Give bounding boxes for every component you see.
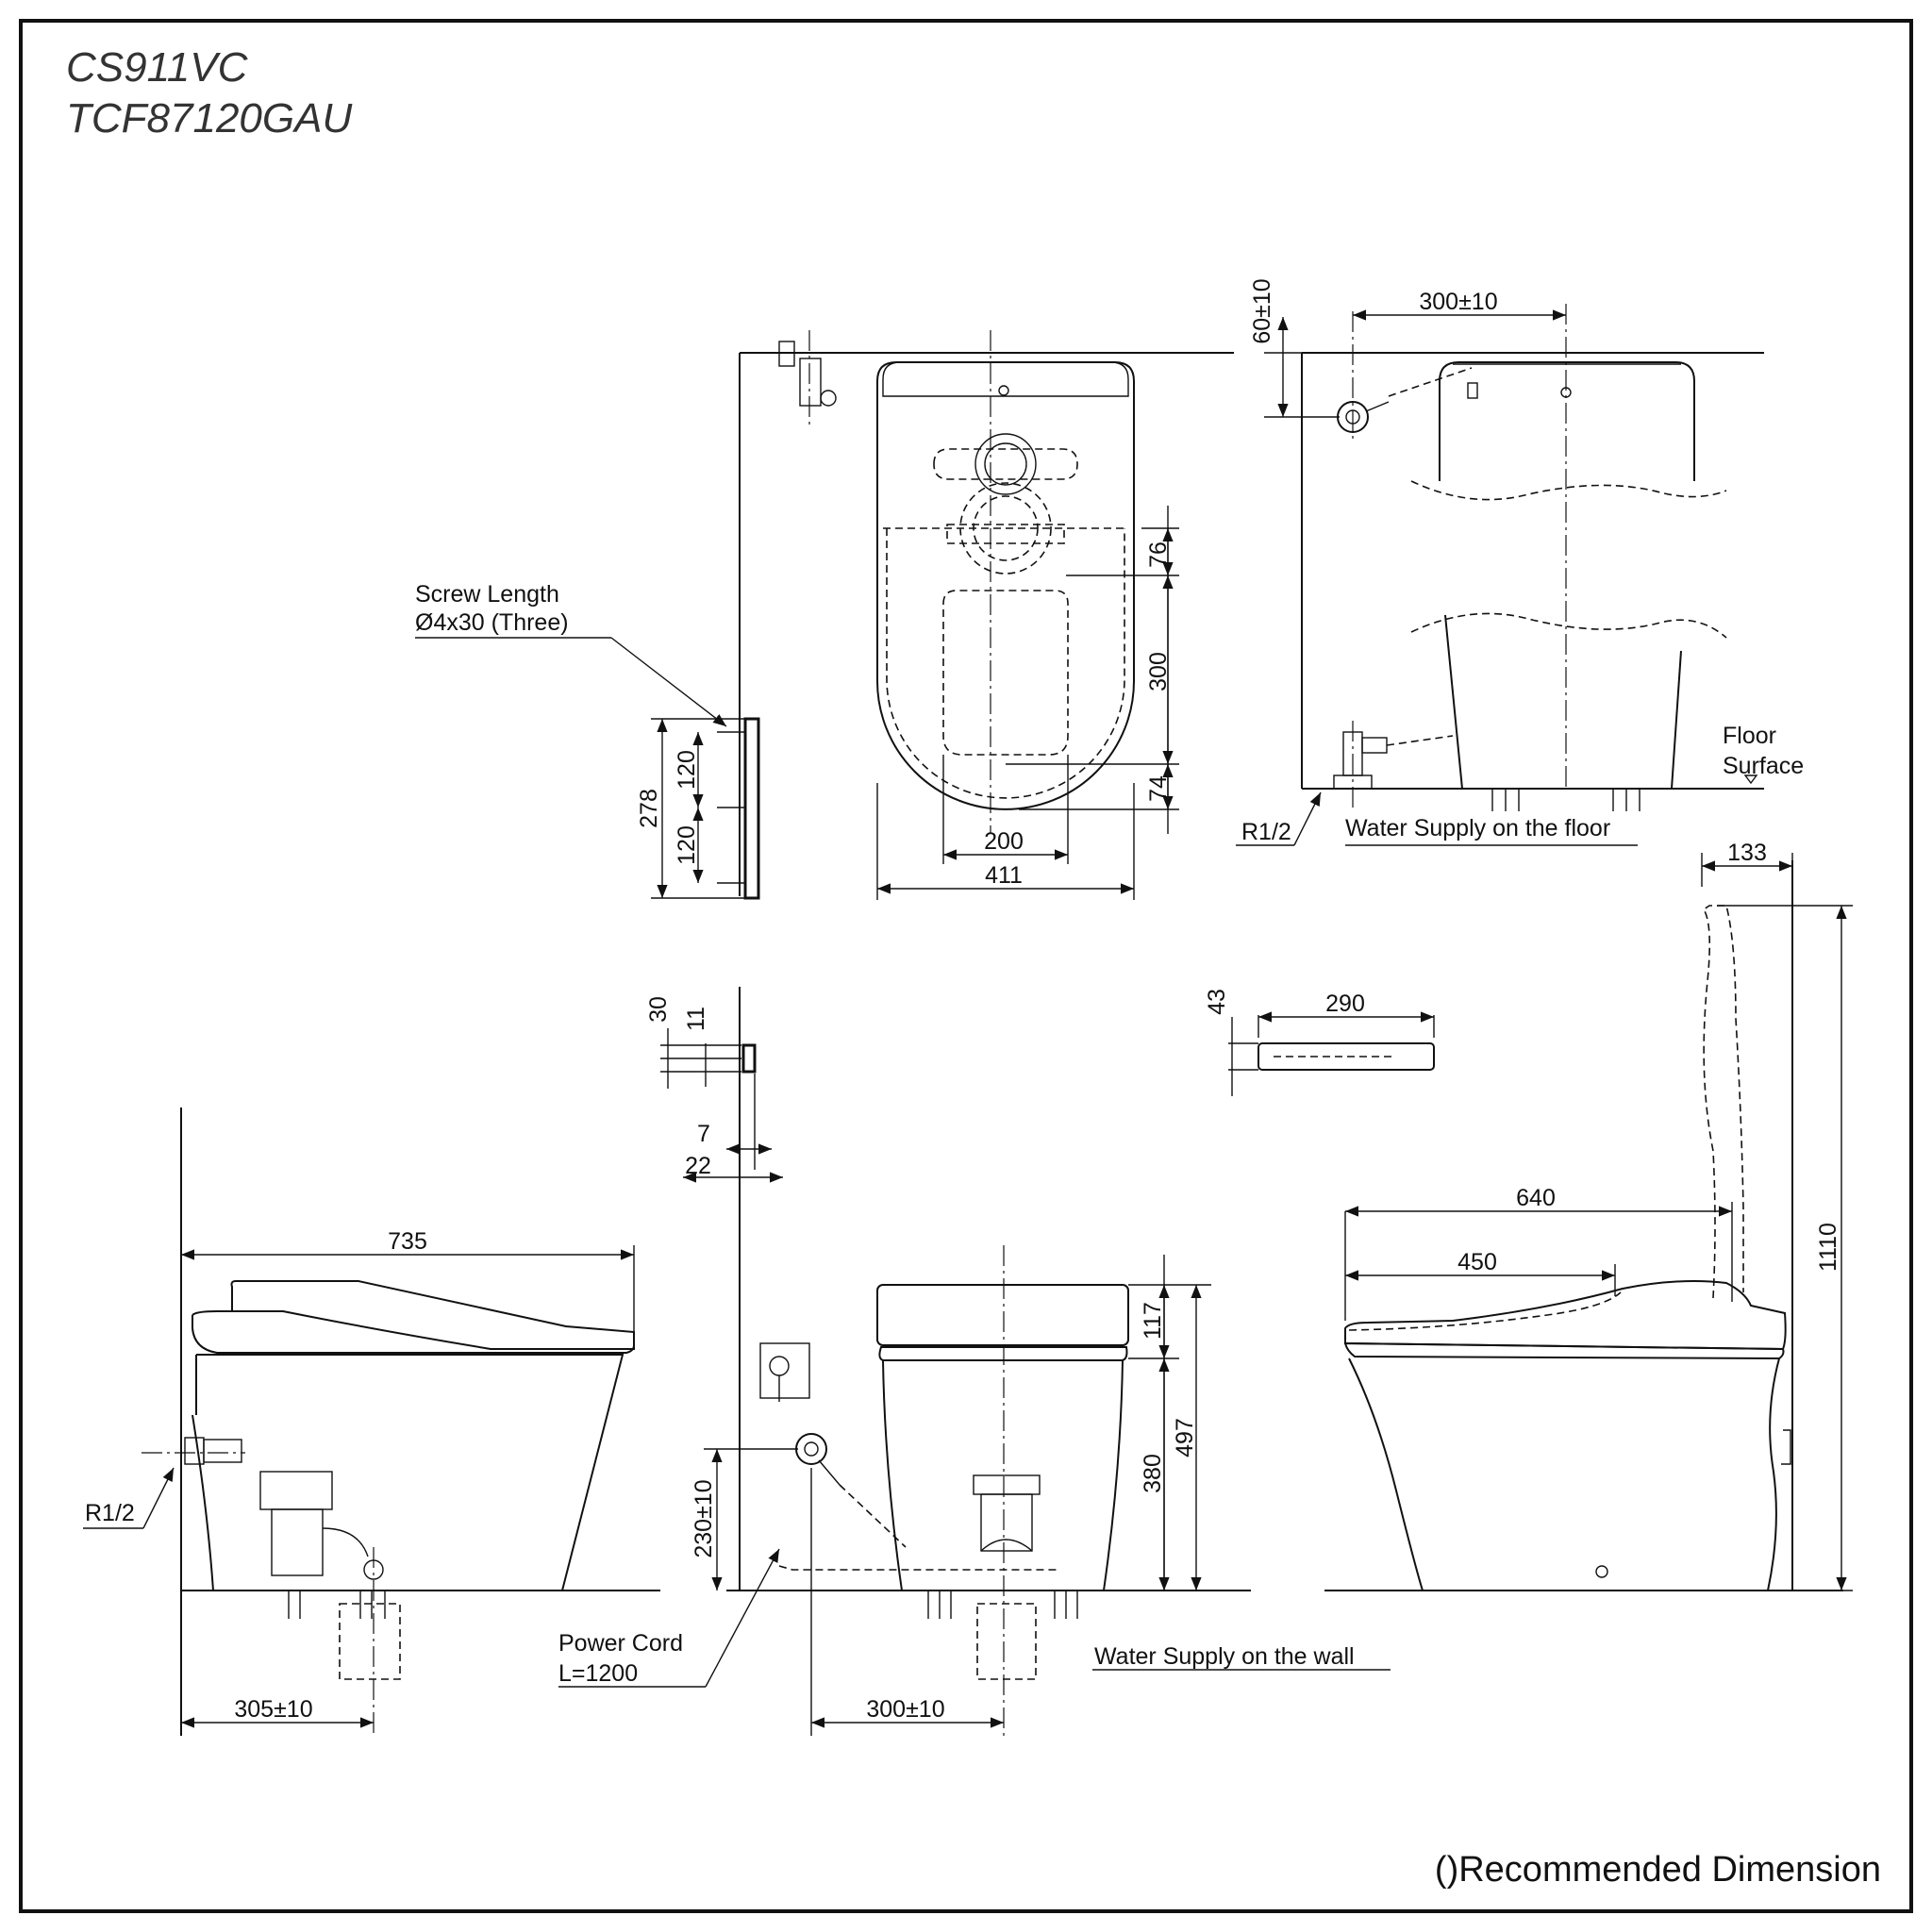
model-number-primary: CS911VC bbox=[66, 44, 249, 91]
dim-43: 43 bbox=[1204, 989, 1230, 1015]
dim-120-lower: 120 bbox=[674, 825, 700, 865]
plan-view-top bbox=[739, 330, 1234, 900]
side-view-bottom-left bbox=[83, 1108, 660, 1736]
dim-7: 7 bbox=[697, 1121, 710, 1147]
side-view-top-right bbox=[1236, 304, 1764, 846]
sheet-frame bbox=[19, 19, 1913, 1913]
water-supply-floor-label: Water Supply on the floor bbox=[1345, 815, 1610, 841]
dim-300-tol-top: 300±10 bbox=[1419, 289, 1497, 315]
dim-640: 640 bbox=[1516, 1185, 1556, 1211]
side-view-bottom-right bbox=[1324, 853, 1853, 1591]
dim-22: 22 bbox=[685, 1153, 711, 1179]
model-number-secondary: TCF87120GAU bbox=[66, 95, 352, 142]
remote-control-drawing bbox=[1228, 1011, 1435, 1096]
dim-497: 497 bbox=[1172, 1418, 1198, 1457]
dim-411: 411 bbox=[985, 862, 1023, 889]
screw-length-label: Screw Length bbox=[415, 581, 559, 608]
r12-label-top: R1/2 bbox=[1241, 819, 1291, 845]
power-cord-label: Power Cord bbox=[558, 1630, 683, 1657]
dim-278: 278 bbox=[636, 789, 662, 828]
dim-290: 290 bbox=[1325, 991, 1365, 1017]
dim-117: 117 bbox=[1140, 1302, 1166, 1340]
power-cord-length: L=1200 bbox=[558, 1660, 638, 1687]
water-supply-wall-label: Water Supply on the wall bbox=[1094, 1643, 1355, 1670]
dim-230-tol: 230±10 bbox=[691, 1479, 717, 1557]
dim-120-upper: 120 bbox=[674, 750, 700, 790]
dim-305-tol: 305±10 bbox=[234, 1696, 312, 1723]
dim-1110: 1110 bbox=[1815, 1223, 1841, 1272]
screw-spec-label: Ø4x30 (Three) bbox=[415, 609, 569, 636]
dim-74: 74 bbox=[1145, 775, 1172, 802]
floor-label: Floor bbox=[1723, 723, 1776, 749]
recommended-dimension-note: ()Recommended Dimension bbox=[1435, 1850, 1881, 1890]
dim-30: 30 bbox=[645, 996, 672, 1023]
dim-60-tol: 60±10 bbox=[1249, 278, 1275, 343]
dim-300-tol-front: 300±10 bbox=[866, 1696, 944, 1723]
dim-200: 200 bbox=[984, 828, 1024, 855]
front-view-bottom bbox=[558, 1245, 1391, 1736]
surface-label: Surface bbox=[1723, 753, 1804, 779]
dim-11: 11 bbox=[683, 1007, 709, 1031]
dim-735: 735 bbox=[388, 1228, 427, 1255]
r12-label-side: R1/2 bbox=[85, 1500, 135, 1526]
bracket-detail bbox=[415, 637, 760, 900]
wall-bracket-side-detail bbox=[660, 987, 783, 1591]
dim-76: 76 bbox=[1145, 541, 1172, 568]
dim-300-vertical: 300 bbox=[1145, 652, 1172, 691]
dim-133: 133 bbox=[1727, 840, 1767, 866]
dim-380: 380 bbox=[1140, 1454, 1166, 1493]
dim-450: 450 bbox=[1457, 1249, 1497, 1275]
